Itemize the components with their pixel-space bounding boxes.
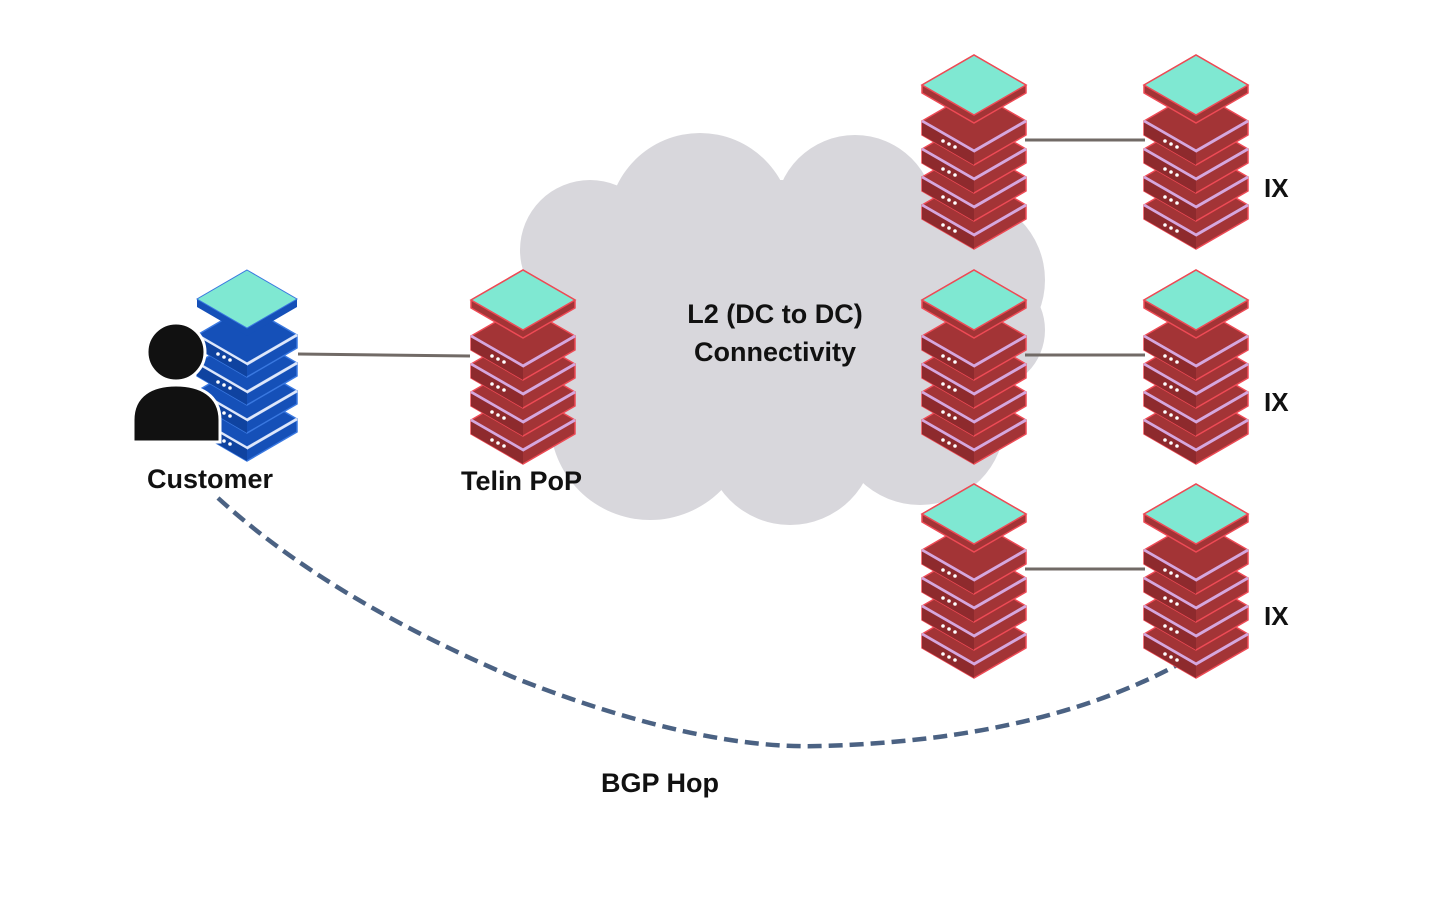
ix-label-2: IX <box>1264 387 1289 417</box>
ix-server-icon-3 <box>1144 484 1248 678</box>
dc-server-icon-3 <box>922 484 1026 678</box>
ix-label-1: IX <box>1264 173 1289 203</box>
ix-server-icon-1 <box>1144 55 1248 249</box>
pop-server-icon <box>471 270 575 464</box>
cloud-label: L2 (DC to DC) Connectivity <box>625 295 925 371</box>
bgp-hop-label: BGP Hop <box>601 768 720 798</box>
ix-label-3: IX <box>1264 601 1289 631</box>
person-icon <box>131 321 222 444</box>
dc-server-icon-1 <box>922 55 1026 249</box>
cloud-label-line2: Connectivity <box>693 337 857 367</box>
cloud-label-line1: L2 (DC to DC) <box>687 299 863 329</box>
customer-label: Customer <box>147 464 274 494</box>
bgp-hop-path <box>216 496 1197 749</box>
pop-label: Telin PoP <box>461 466 583 496</box>
customer-pop-link <box>297 352 471 358</box>
ix-server-icon-2 <box>1144 270 1248 464</box>
dc-server-icon-2 <box>922 270 1026 464</box>
